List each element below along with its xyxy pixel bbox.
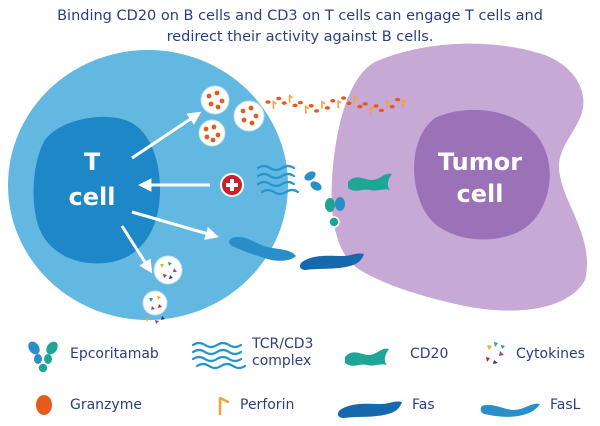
perforin-fragment: [321, 100, 326, 109]
perforin-fragment: [272, 100, 277, 109]
caption-line-1: Binding CD20 on B cells and CD3 on T cel…: [57, 8, 543, 24]
legend-cd20-label: CD20: [410, 346, 449, 362]
cytokines-icon: [486, 342, 505, 364]
legend-cytokines: Cytokines: [516, 346, 585, 363]
t-cell-label-2: cell: [69, 183, 116, 211]
granzyme-particle: [389, 104, 395, 109]
fasl-icon: [480, 403, 540, 417]
caption-line-2: redirect their activity against B cells.: [166, 29, 434, 45]
granzyme-particle: [341, 96, 347, 100]
arrow-down-right: [131, 210, 219, 240]
granzyme-particle: [297, 100, 303, 105]
granzyme-particle: [357, 104, 363, 109]
granzyme-particle: [314, 109, 320, 113]
legend-tcr-cd3: TCR/CD3 complex: [252, 336, 313, 370]
tcr-cd3-icon: [191, 341, 247, 370]
granzyme-particle: [281, 101, 287, 105]
granzyme-particle: [308, 104, 314, 108]
legend-fas: Fas: [412, 397, 435, 414]
granzyme-particle: [378, 108, 384, 113]
tumor-cell-label-1: Tumor: [438, 148, 522, 176]
released-granules: [265, 94, 407, 115]
perforin-fragment: [353, 95, 358, 104]
cd20-icon: [345, 348, 389, 366]
granzyme-particle: [330, 98, 336, 103]
arrow-down: [120, 225, 153, 274]
granzyme-vesicle-3: [233, 100, 265, 132]
granzyme-icon: [36, 395, 52, 415]
granzyme-particle: [292, 103, 298, 108]
t-cell-nucleus: [33, 116, 161, 264]
epcoritamab-icon: [28, 341, 58, 374]
tcr-cd3-complex: [256, 164, 300, 196]
perforin-fragment: [369, 105, 375, 115]
granzyme-particle: [276, 96, 282, 101]
tumor-cell-label-2: cell: [457, 180, 504, 208]
fasl-on-tcell: [229, 236, 296, 261]
fas-on-tumor: [299, 253, 364, 270]
legend-fasl-label: FasL: [550, 397, 581, 413]
legend-granzyme-label: Granzyme: [70, 397, 142, 413]
cytokine-vesicle-1: [153, 255, 183, 285]
perforin-fragment: [386, 99, 391, 108]
granzyme-particle: [324, 106, 330, 110]
perforin-icon: [218, 396, 230, 416]
granzyme-vesicle-2: [198, 119, 226, 147]
legend-fasl: FasL: [550, 397, 580, 414]
legend-epcoritamab: Epcoritamab: [70, 346, 159, 363]
arrow-up-right: [131, 111, 202, 160]
legend-tcr-line-1: TCR/CD3: [252, 336, 314, 352]
granzyme-vesicle-1: [200, 85, 230, 115]
legend-cd20: CD20: [410, 346, 448, 363]
activation-plus-icon: [220, 173, 244, 197]
granzyme-particle: [265, 100, 271, 104]
t-cell-label-1: T: [84, 148, 101, 176]
granzyme-particle: [373, 104, 379, 108]
granzyme-particle: [346, 101, 352, 106]
tumor-nucleus: [414, 109, 550, 240]
granzyme-particle: [395, 97, 401, 102]
granzyme-particle: [362, 102, 368, 106]
cd20-on-tumor: [348, 173, 392, 191]
perforin-fragment: [337, 99, 342, 108]
legend-granzyme: Granzyme: [70, 397, 142, 414]
perforin-fragment: [288, 94, 294, 103]
fas-icon: [337, 401, 402, 418]
legend-perforin-label: Perforin: [240, 397, 295, 413]
cytokine-vesicle-2: [142, 290, 168, 316]
legend-tcr-line-2: complex: [252, 353, 312, 369]
legend-cytokines-label: Cytokines: [516, 346, 585, 362]
legend-perforin: Perforin: [240, 397, 294, 414]
cytokines-released: [145, 316, 165, 324]
legend-fas-label: Fas: [412, 397, 435, 413]
epcoritamab-bridge: [304, 171, 345, 228]
perforin-fragment: [305, 105, 310, 114]
perforin-fragment: [402, 98, 407, 108]
legend-epcoritamab-label: Epcoritamab: [70, 346, 159, 362]
